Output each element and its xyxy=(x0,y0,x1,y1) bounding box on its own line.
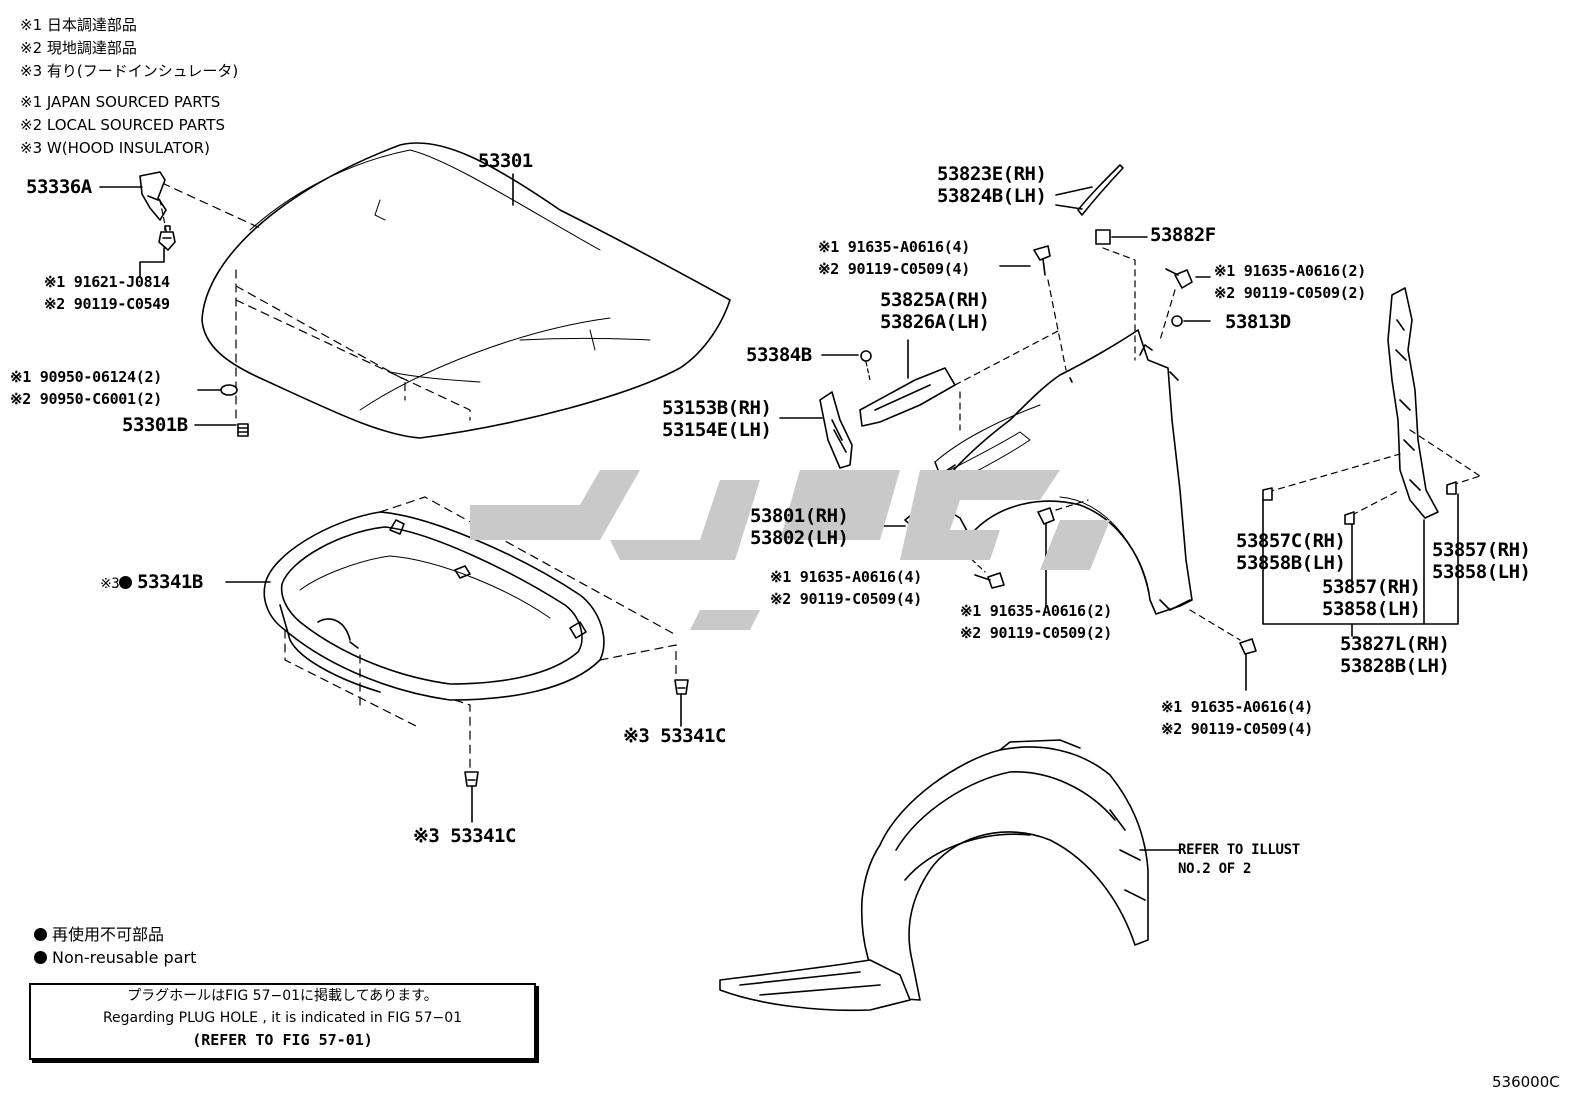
label-small-clip[interactable]: 53384B xyxy=(746,344,812,366)
insulator-clip-2 xyxy=(464,771,479,823)
label-seal-clip-c-lh[interactable]: 53858B(LH) xyxy=(1236,552,1346,574)
label-fender-bolt-right-jp[interactable]: ※1 91635-A0616(2) xyxy=(1214,262,1366,280)
refbox-line-en: Regarding PLUG HOLE , it is indicated in… xyxy=(102,1010,463,1026)
note-jp-1: ※1 日本調達部品 xyxy=(20,16,137,34)
label-insulator-clip-a[interactable]: ※3 53341C xyxy=(623,725,726,747)
hood-insulator xyxy=(263,511,605,701)
non-reusable-dot-icon xyxy=(119,576,133,589)
non-reusable-dot-icon xyxy=(34,928,47,941)
clip-53882F xyxy=(1095,229,1111,245)
label-fender-bolt-mid-local[interactable]: ※2 90119-C0509(2) xyxy=(960,624,1112,642)
label-fender-bolt-mid-jp[interactable]: ※1 91635-A0616(2) xyxy=(960,602,1112,620)
refbox-line-refer: (REFER TO FIG 57-01) xyxy=(192,1031,373,1049)
label-fender-lh[interactable]: 53802(LH) xyxy=(750,527,849,549)
legend-jp: 再使用不可部品 xyxy=(34,927,164,943)
fender-bolt-low xyxy=(964,552,1005,589)
note-jp-2: ※2 現地調達部品 xyxy=(20,39,137,57)
refbox-line-jp: プラグホールはFIG 57−01に掲載してあります。 xyxy=(127,988,438,1004)
label-fender-bolt-top-local[interactable]: ※2 90119-C0509(4) xyxy=(818,260,970,278)
label-fender-bolt-low-local[interactable]: ※2 90119-C0509(4) xyxy=(770,590,922,608)
fender-bolt-top xyxy=(999,245,1067,371)
label-fender-bolt-bottom-jp[interactable]: ※1 91635-A0616(4) xyxy=(1161,698,1313,716)
bracket-53825A xyxy=(859,329,1061,431)
label-bracket-a-rh[interactable]: 53825A(RH) xyxy=(880,289,990,311)
label-bracket-a-lh[interactable]: 53826A(LH) xyxy=(880,311,990,333)
label-hinge[interactable]: 53336A xyxy=(26,176,92,198)
label-fender-clip[interactable]: 53882F xyxy=(1150,224,1216,246)
label-clip-local[interactable]: ※2 90950-C6001(2) xyxy=(10,390,162,408)
label-panel-seal-lh[interactable]: 53828B(LH) xyxy=(1340,655,1450,677)
watermark xyxy=(470,470,1110,630)
non-reusable-dot-icon xyxy=(34,951,47,964)
insulator-clip-1 xyxy=(674,679,689,727)
fender-bolt-right xyxy=(1159,268,1211,341)
bolt-91621 xyxy=(158,225,176,251)
label-cushion[interactable]: 53301B xyxy=(122,414,188,436)
hood-panel xyxy=(201,142,731,439)
bracket-53153B xyxy=(779,391,853,469)
label-fender-rh[interactable]: 53801(RH) xyxy=(750,505,849,527)
label-grommet[interactable]: 53813D xyxy=(1225,311,1291,333)
hinge-53336A xyxy=(139,171,169,241)
label-seal-clip-lh[interactable]: 53858(LH) xyxy=(1322,598,1421,620)
label-seal-clip-rh[interactable]: 53857(RH) xyxy=(1322,576,1421,598)
legend-jp-text: 再使用不可部品 xyxy=(52,925,165,944)
label-hood[interactable]: 53301 xyxy=(478,150,533,172)
label-fender-bolt-top-jp[interactable]: ※1 91635-A0616(4) xyxy=(818,238,970,256)
plug-hole-reference-box: プラグホールはFIG 57−01に掲載してあります。 Regarding PLU… xyxy=(29,983,536,1060)
fender-panel-seal xyxy=(1387,287,1439,519)
note-en-2: ※2 LOCAL SOURCED PARTS xyxy=(20,116,225,134)
figure-id: 536000C xyxy=(1492,1073,1560,1091)
note-en-1: ※1 JAPAN SOURCED PARTS xyxy=(20,93,221,111)
liner-ref-2: NO.2 OF 2 xyxy=(1178,861,1252,877)
cushion-53301B xyxy=(237,423,249,437)
label-fender-bolt-low-jp[interactable]: ※1 91635-A0616(4) xyxy=(770,568,922,586)
label-seal-clip-r-lh[interactable]: 53858(LH) xyxy=(1432,561,1531,583)
grommet-53813D xyxy=(1171,315,1183,327)
fender-liner xyxy=(719,739,1181,1012)
fender-bolt-bottom xyxy=(1189,609,1257,691)
clip-90950 xyxy=(220,384,238,396)
insulator-mark: ※3 xyxy=(100,576,120,592)
legend-en-text: Non-reusable part xyxy=(52,948,197,967)
note-jp-3: ※3 有り(フードインシュレータ) xyxy=(20,62,239,80)
label-seal-clip-r-rh[interactable]: 53857(RH) xyxy=(1432,539,1531,561)
insulator-number: 53341B xyxy=(137,571,203,593)
label-insulator[interactable]: ※3 53341B xyxy=(100,573,203,592)
label-fender-bolt-bottom-local[interactable]: ※2 90119-C0509(4) xyxy=(1161,720,1313,738)
label-bracket-b-lh[interactable]: 53154E(LH) xyxy=(662,419,772,441)
label-seal-clip-c-rh[interactable]: 53857C(RH) xyxy=(1236,530,1346,552)
label-clip-jp[interactable]: ※1 90950-06124(2) xyxy=(10,368,162,386)
label-bolt-local[interactable]: ※2 90119-C0549 xyxy=(44,295,170,313)
label-insulator-clip-b[interactable]: ※3 53341C xyxy=(413,825,516,847)
legend-en: Non-reusable part xyxy=(34,950,196,966)
label-seal-lh[interactable]: 53824B(LH) xyxy=(937,185,1047,207)
label-bracket-b-rh[interactable]: 53153B(RH) xyxy=(662,397,772,419)
clip-53384B xyxy=(860,350,872,362)
label-panel-seal-rh[interactable]: 53827L(RH) xyxy=(1340,633,1450,655)
liner-ref-1: REFER TO ILLUST xyxy=(1178,842,1300,858)
fender-seal-top xyxy=(1055,164,1124,216)
seal-clips xyxy=(1262,481,1457,525)
label-bolt-jp[interactable]: ※1 91621-J0814 xyxy=(44,273,170,291)
label-fender-bolt-right-local[interactable]: ※2 90119-C0509(2) xyxy=(1214,284,1366,302)
note-en-3: ※3 W(HOOD INSULATOR) xyxy=(20,139,210,157)
label-seal-rh[interactable]: 53823E(RH) xyxy=(937,163,1047,185)
